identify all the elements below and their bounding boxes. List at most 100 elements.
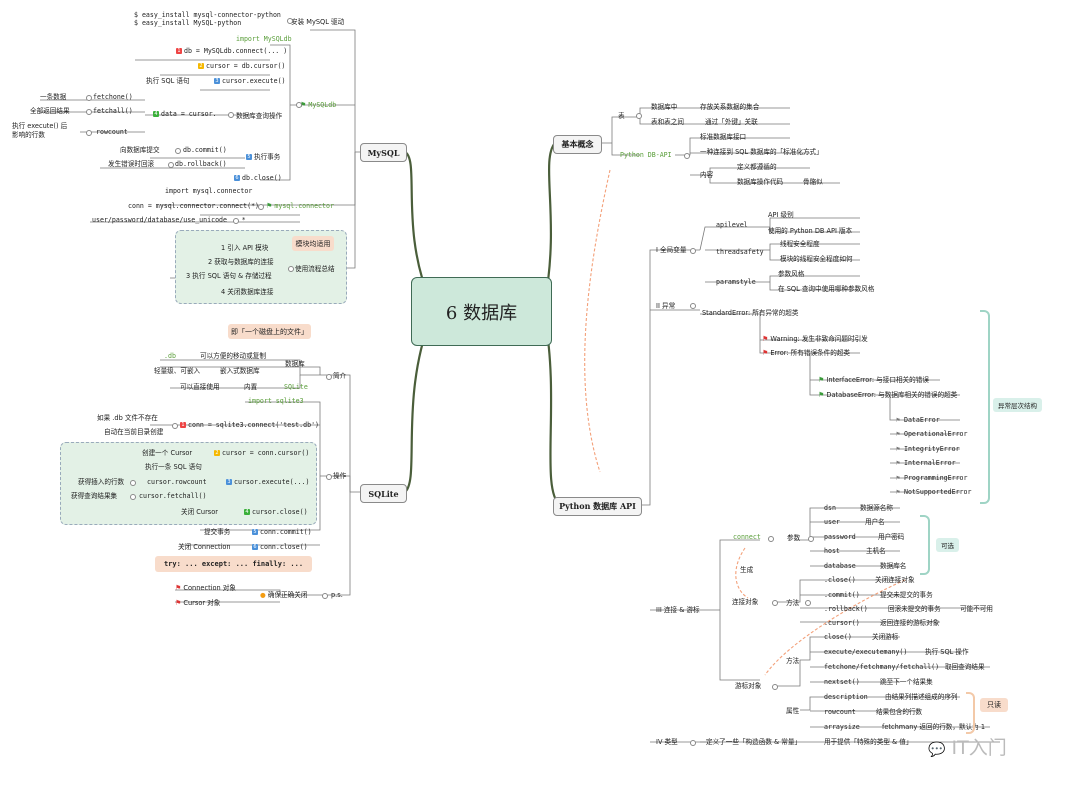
cursor-execute-method: execute/executemany() <box>824 648 908 656</box>
db-commit: db.commit() <box>183 146 227 154</box>
attr-rowcount-desc: 结果包含的行数 <box>876 708 923 716</box>
file-note: 即「一个磁盘上的文件」 <box>228 324 311 339</box>
cursor-method-label: 方法 <box>786 657 800 665</box>
conn-cursor-method: .cursor() <box>824 619 860 627</box>
apilevel: apilevel <box>716 221 748 229</box>
conn-rollback-desc: 回滚未提交的事务 <box>888 605 941 613</box>
green-flag-icon: ⚑ <box>300 101 307 109</box>
connector-label: mysql.connector <box>274 202 334 210</box>
import-mysqldb: import MySQLdb <box>236 35 292 43</box>
in-db-label: 数据库中 <box>651 103 678 111</box>
ops-panel <box>60 442 317 525</box>
optional-brace <box>920 515 930 575</box>
conn-commit: conn.commit() <box>260 528 312 536</box>
one-row-label: 一条数据 <box>40 93 67 101</box>
maybe-unavailable: 可能不可用 <box>960 605 993 613</box>
install-label: 安装 MySQL 驱动 <box>291 18 345 26</box>
exec-sql-label: 执行 SQL 语句 <box>146 77 190 85</box>
red-flag-icon: ⚑ <box>175 584 182 592</box>
light-label: 轻量级、可嵌入 <box>154 367 201 375</box>
flag-icon-5: ⚑ <box>896 474 900 482</box>
node-mysql: MySQL <box>360 143 407 162</box>
conn-rollback-method: .rollback() <box>824 605 868 613</box>
fetchall: fetchall() <box>93 107 133 115</box>
db-error-5: ProgrammingError <box>903 474 968 482</box>
node-dot <box>172 423 178 429</box>
connect: connect <box>733 533 761 541</box>
db-error-4: InternalError <box>903 459 956 467</box>
param-user: user <box>824 518 840 526</box>
attr-arraysize: arraysize <box>824 723 860 731</box>
sqlite-connect: conn = sqlite3.connect('test.db') <box>188 421 320 429</box>
access-label: 一种连接到 SQL 数据库的「标准化方式」 <box>700 148 823 156</box>
conn-cursor-desc: 返回连接的游标对象 <box>880 619 940 627</box>
cursor-nextset-method: nextset() <box>824 678 860 686</box>
thread-level-label: 线程安全程度 <box>780 240 820 248</box>
summary-note: 模块均适用 <box>292 236 334 251</box>
num-4-icon-sq: 4 <box>244 509 250 515</box>
commit-label: 向数据库提交 <box>120 146 160 154</box>
node-dot <box>168 162 174 168</box>
cursor-fetchall: cursor.fetchall() <box>139 492 207 500</box>
watermark: 💬 IT入门 <box>928 733 1007 760</box>
node-dot <box>326 374 332 380</box>
std-iface-label: 标准数据库接口 <box>700 133 747 141</box>
hierarchy-label: 异常层次结构 <box>993 398 1042 412</box>
param-host-desc: 主机名 <box>866 547 886 555</box>
content-label: 内容 <box>700 171 714 179</box>
readonly-brace <box>966 692 975 734</box>
fetchone: fetchone() <box>93 93 133 101</box>
node-dot <box>636 113 642 119</box>
optional-label: 可选 <box>936 538 959 552</box>
db-error-1: DataError <box>903 416 940 424</box>
node-dot <box>233 218 239 224</box>
node-dot <box>258 204 264 210</box>
node-dot <box>805 600 811 606</box>
param-database: database <box>824 562 856 570</box>
step-2: 2 获取与数据库的连接 <box>208 258 274 266</box>
conn-close: conn.close() <box>260 543 308 551</box>
node-dot <box>86 109 92 115</box>
num-6-icon-sq: 6 <box>252 544 258 550</box>
ps-label: p.s. <box>331 591 343 599</box>
inserted-label: 获得插入的行数 <box>78 478 125 486</box>
all-rows-label: 全部返回结果 <box>30 107 70 115</box>
attrs-label: 属性 <box>786 707 800 715</box>
num-1-icon-sq: 1 <box>180 422 186 428</box>
database-error: DatabaseError: 与数据库相关的错误的超类 <box>826 391 958 399</box>
interface-error: InterfaceError: 与接口相关的错误 <box>826 376 929 384</box>
import-sqlite3: import sqlite3 <box>248 397 304 405</box>
cursor-fetch-desc: 取回查询结果 <box>945 663 985 671</box>
affected-label: 执行 execute() 后 <box>12 122 68 130</box>
red-flag-error-icon: ⚑ <box>762 349 769 357</box>
flag-icon-4: ⚑ <box>896 459 900 467</box>
exec-sql-label-sq: 执行一条 SQL 语句 <box>145 463 202 471</box>
num-4-icon: 4 <box>153 111 159 117</box>
num-1-icon: 1 <box>176 48 182 54</box>
conn-commit-desc: 提交未提交的事务 <box>880 591 933 599</box>
db-error-6: NotSupportedError <box>903 488 972 496</box>
node-dot <box>322 593 328 599</box>
cursor-nextset-desc: 跳至下一个结果集 <box>880 678 933 686</box>
param-user-desc: 用户名 <box>865 518 885 526</box>
node-dot <box>772 684 778 690</box>
types-label: IV 类型 <box>656 738 678 746</box>
cursor-obj-label: 游标对象 <box>735 682 762 690</box>
conn-cursor-label: III 连接 & 游标 <box>656 606 700 614</box>
cursor-obj: Cursor 对象 <box>183 599 221 607</box>
mysqldb-execute: cursor.execute() <box>222 77 286 85</box>
conn-obj-label: 连接对象 <box>732 598 759 606</box>
conn-close-desc: 关闭连接对象 <box>875 576 915 584</box>
node-dot <box>690 303 696 309</box>
node-dot <box>130 494 136 500</box>
db-ext-label: 可以方便的移动或复制 <box>200 352 266 360</box>
mysqldb-cursor: cursor = db.cursor() <box>206 62 286 70</box>
module-share-label: 模块的线程安全程度如何 <box>780 255 853 263</box>
red-flag-warning-icon: ⚑ <box>762 335 769 343</box>
table-label: 表 <box>618 112 625 120</box>
node-sqlite: SQLite <box>360 484 407 503</box>
install-cmd-2: $ easy_install MySQL-python <box>134 19 242 27</box>
embedded-label: 嵌入式数据库 <box>220 367 260 375</box>
node-dot <box>130 480 136 486</box>
